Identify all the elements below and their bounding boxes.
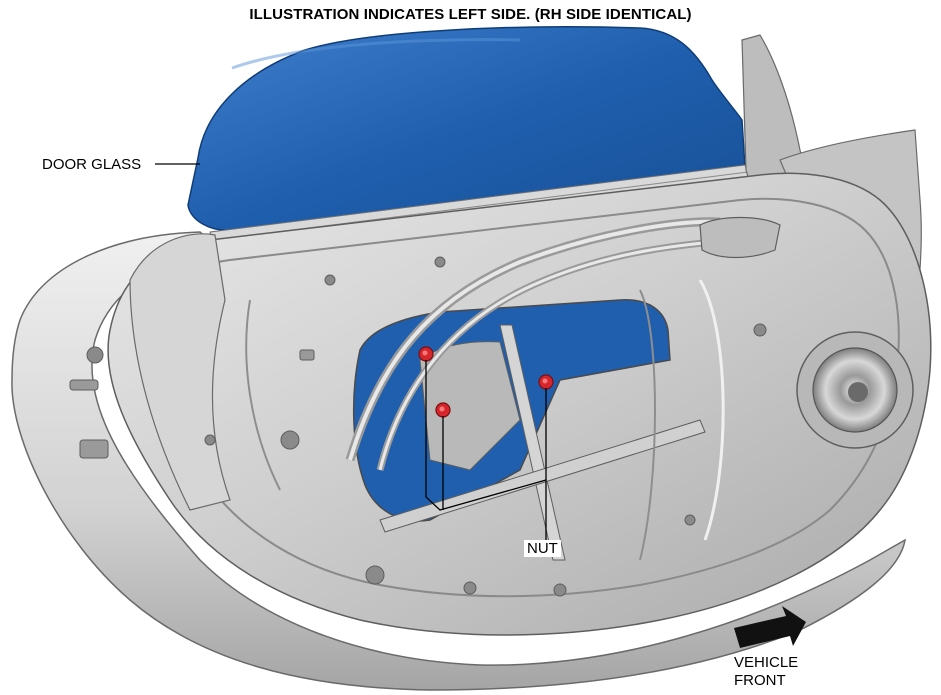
panel-hole (753, 323, 767, 337)
nut-label: NUT (524, 540, 561, 557)
panel-hole (280, 430, 300, 450)
panel-slot (69, 379, 99, 391)
panel-hole (684, 514, 696, 526)
panel-hole (324, 274, 336, 286)
door-glass-label: DOOR GLASS (42, 156, 142, 173)
panel-slot (79, 439, 109, 459)
inside-handle (699, 216, 781, 259)
wire-harness-2-hl (378, 238, 741, 471)
panel-holes (86, 256, 767, 597)
panel-rib-1 (639, 289, 656, 561)
door-outer-skin (11, 231, 907, 691)
vehicle-front-label: VEHICLE FRONT (734, 654, 798, 690)
panel-rib-2 (698, 279, 725, 541)
nut-icon-1 (418, 346, 434, 362)
panel-hole (365, 565, 385, 585)
arrow-right-icon (734, 606, 806, 648)
glass-reflection (231, 38, 521, 70)
panel-slots (69, 349, 315, 459)
panel-hole (86, 346, 104, 364)
nut-icon-2 (435, 402, 451, 418)
panel-hole (204, 434, 216, 446)
panel-hole (434, 256, 446, 268)
panel-hole (463, 581, 477, 595)
panel-hole (553, 583, 567, 597)
figure-caption: ILLUSTRATION INDICATES LEFT SIDE. (RH SI… (249, 6, 692, 23)
speaker-center (848, 382, 868, 402)
nut-icon-3 (538, 374, 554, 390)
nut-leader (425, 360, 547, 546)
panel-rib-3 (245, 299, 281, 491)
wire-harness-hl (348, 219, 721, 461)
panel-slot (299, 349, 315, 361)
vehicle-front-line2: FRONT (734, 672, 786, 689)
panel-ridge (147, 197, 900, 598)
vehicle-front-line1: VEHICLE (734, 654, 799, 671)
